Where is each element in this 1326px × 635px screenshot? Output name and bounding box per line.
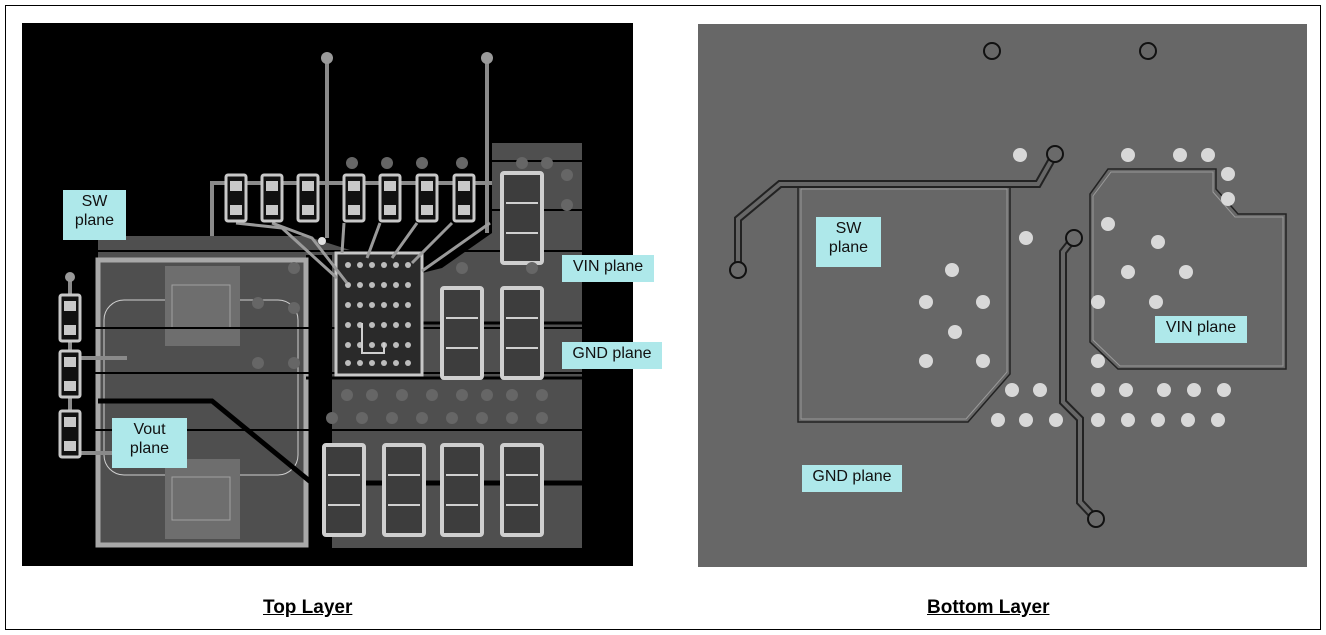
pin1-marker [318, 237, 326, 245]
bottom-vin-plane-outline-inner [1092, 171, 1284, 367]
ic-footprint [334, 251, 424, 377]
figure-frame [5, 5, 1321, 630]
ic-fanout-traces [235, 221, 491, 284]
inductor-pads [165, 266, 240, 539]
top-sw-plane-label: SW plane [63, 190, 126, 240]
bottom-layer-pcb [698, 24, 1307, 567]
bottom-layer-caption: Bottom Layer [927, 597, 1050, 618]
large-cap-bands [328, 202, 538, 506]
top-vout-plane-label: Vout plane [112, 418, 187, 468]
top-vias [252, 157, 573, 424]
bottom-gnd-plane-label: GND plane [802, 465, 902, 492]
top-vin-plane-label: VIN plane [562, 255, 654, 282]
bottom-vias [919, 148, 1235, 427]
top-mounting-holes [983, 42, 1157, 60]
top-layer-pcb [22, 23, 633, 566]
bottom-layer-background [698, 24, 1307, 567]
bottom-layer-panel [698, 24, 1307, 567]
top-layer-caption: Top Layer [263, 597, 353, 618]
top-gnd-plane-label: GND plane [562, 342, 662, 369]
large-capacitors [322, 171, 544, 537]
bottom-sw-plane-outline-inner [800, 188, 1008, 420]
bottom-sw-plane-label: SW plane [816, 217, 881, 267]
bottom-vin-plane-label: VIN plane [1155, 316, 1247, 343]
bottom-traces [734, 152, 1099, 522]
top-layer-panel [22, 23, 633, 566]
small-cap-pad-marks [64, 181, 470, 451]
bottom-trace-vias [729, 145, 1105, 528]
bottom-vin-plane-outline [1089, 168, 1287, 370]
